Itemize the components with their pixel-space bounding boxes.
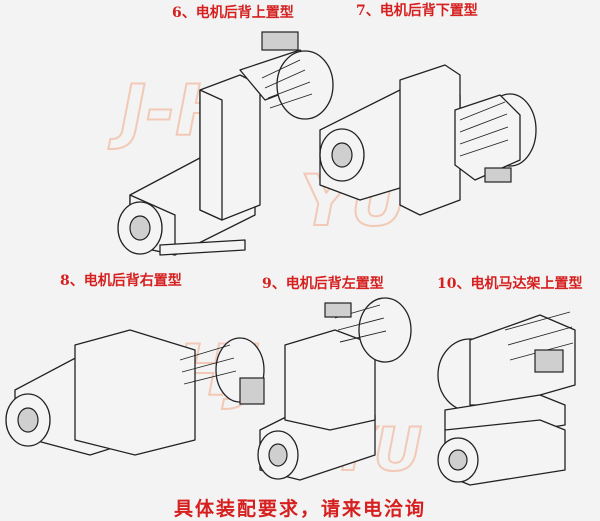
label-type10: 10、电机马达架上置型	[437, 276, 583, 292]
drawing-type8	[5, 329, 265, 456]
contact-footer: 具体装配要求，请来电洽询	[173, 498, 426, 520]
terminal-box-6	[261, 31, 299, 51]
terminal-box-9	[324, 302, 352, 318]
label-type8: 8、电机后背右置型	[60, 273, 182, 289]
bracket-8	[74, 329, 196, 456]
terminal-box-10	[534, 349, 564, 373]
bracket-7	[399, 64, 461, 216]
terminal-box-8	[239, 377, 265, 405]
drawing-type7	[319, 64, 537, 216]
drawing-type10	[437, 311, 576, 486]
bracket-9	[284, 329, 376, 431]
label-type9: 9、电机后背左置型	[262, 276, 384, 292]
label-type6: 6、电机后背上置型	[172, 5, 294, 21]
label-type7: 7、电机后背下置型	[356, 3, 478, 19]
drawing-type6	[117, 31, 334, 256]
drawing-type9	[257, 297, 412, 481]
motor-6	[276, 50, 334, 120]
terminal-box-7	[484, 167, 512, 183]
motor-9	[358, 297, 412, 363]
